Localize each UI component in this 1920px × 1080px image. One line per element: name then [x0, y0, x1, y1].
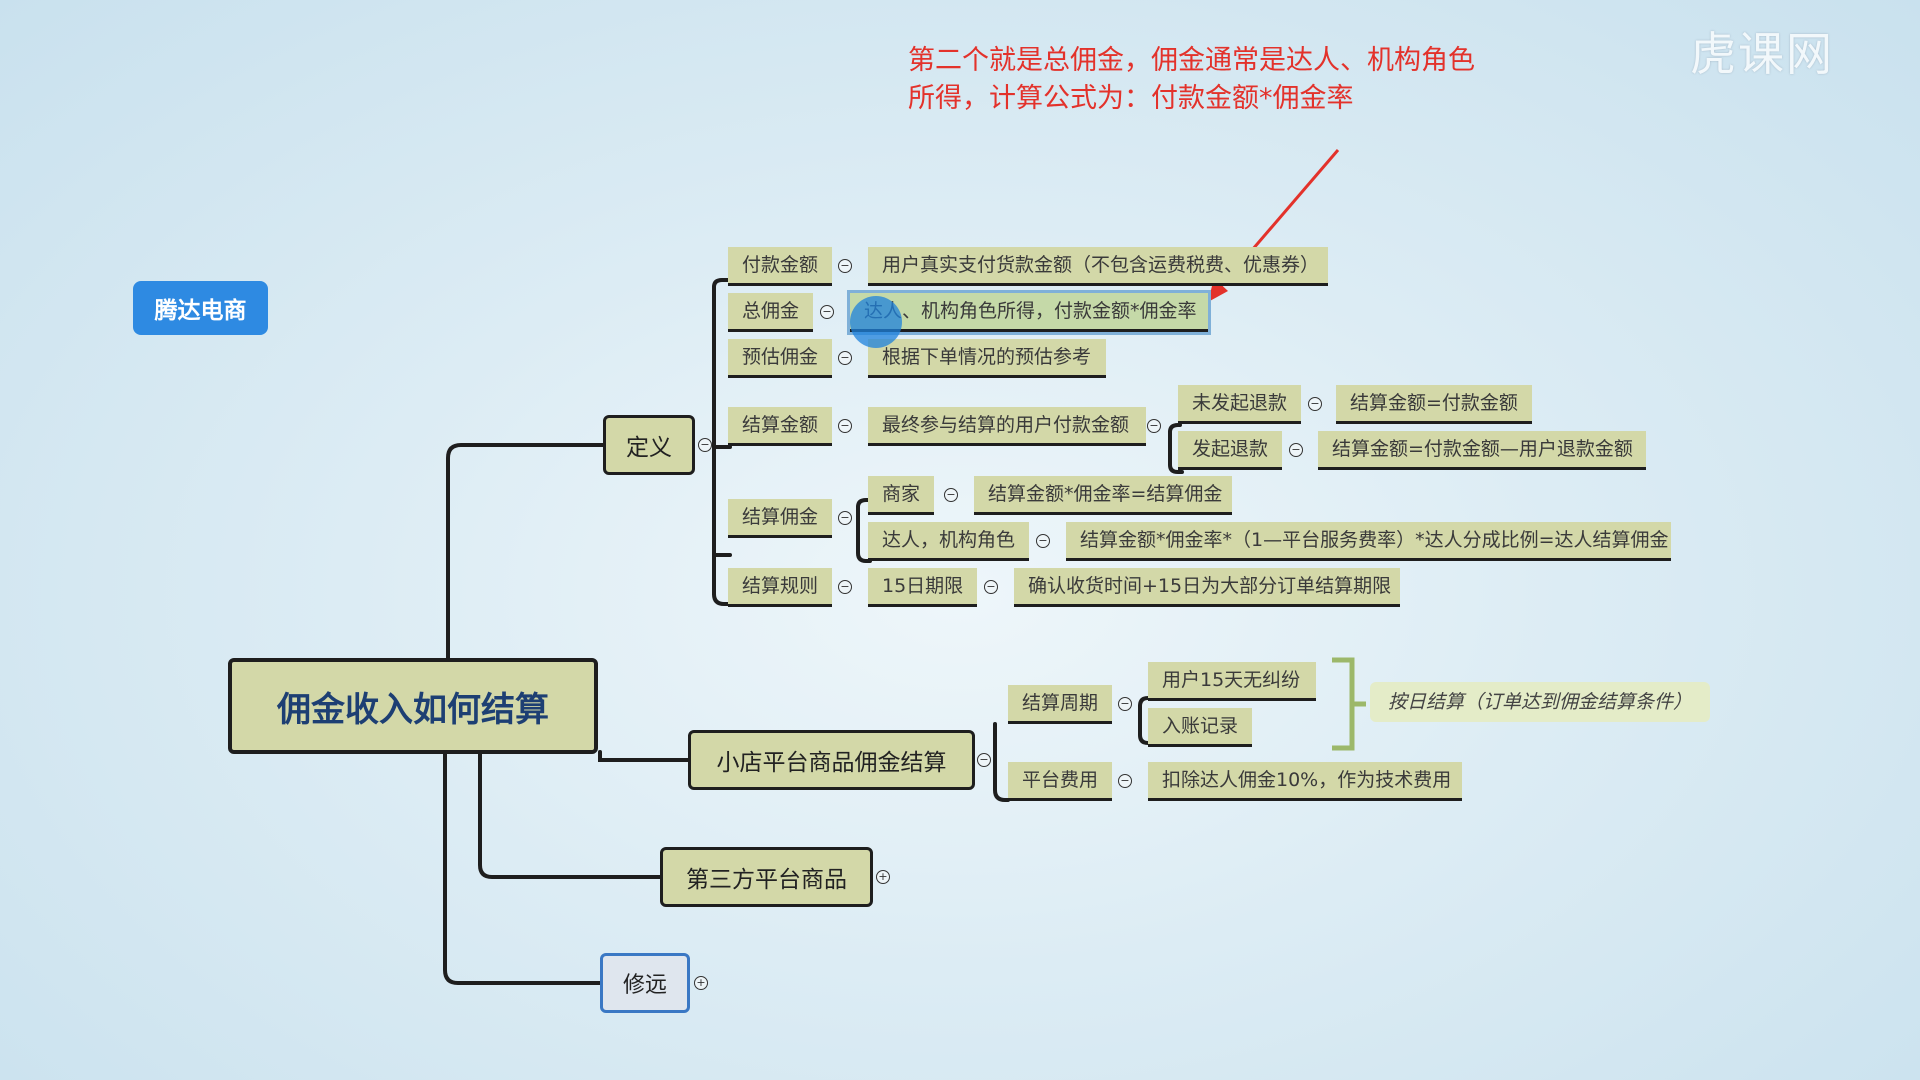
label-settlement-rule[interactable]: 结算规则: [728, 568, 833, 607]
collapse-icon[interactable]: −: [1147, 419, 1161, 433]
collapse-icon[interactable]: −: [944, 488, 958, 502]
node-definition[interactable]: 定义: [603, 415, 695, 475]
collapse-icon[interactable]: −: [838, 580, 852, 594]
desc-payment-amount[interactable]: 用户真实支付货款金额（不包含运费税费、优惠券）: [868, 247, 1328, 286]
label-settlement-cycle[interactable]: 结算周期: [1008, 685, 1113, 724]
annotation-line-2: 所得，计算公式为：付款金额*佣金率: [908, 83, 1354, 114]
desc-settlement-rule[interactable]: 确认收货时间+15日为大部分订单结算期限: [1014, 568, 1400, 607]
label-no-refund[interactable]: 未发起退款: [1178, 385, 1302, 424]
collapse-icon[interactable]: −: [984, 580, 998, 594]
node-xiuyuan[interactable]: 修远: [600, 953, 690, 1013]
label-estimated-commission[interactable]: 预估佣金: [728, 339, 833, 378]
collapse-icon[interactable]: −: [698, 438, 712, 452]
label-refund[interactable]: 发起退款: [1178, 431, 1283, 470]
collapse-icon[interactable]: −: [1118, 774, 1132, 788]
watermark-logo: 虎课网: [1690, 27, 1834, 81]
desc-total-commission[interactable]: 达人、机构角色所得，付款金额*佣金率: [847, 290, 1211, 335]
label-account-record[interactable]: 入账记录: [1148, 708, 1253, 747]
summary-daily-settlement[interactable]: 按日结算（订单达到佣金结算条件）: [1370, 682, 1711, 722]
label-talent-agency[interactable]: 达人，机构角色: [868, 522, 1030, 561]
annotation-line-1: 第二个就是总佣金，佣金通常是达人、机构角色: [908, 45, 1475, 76]
collapse-icon[interactable]: −: [820, 305, 834, 319]
desc-no-refund[interactable]: 结算金额=付款金额: [1336, 385, 1532, 424]
mouse-cursor-highlight: [850, 296, 902, 348]
annotation-text: 第二个就是总佣金，佣金通常是达人、机构角色 所得，计算公式为：付款金额*佣金率: [908, 42, 1475, 118]
label-payment-amount[interactable]: 付款金额: [728, 247, 833, 286]
collapse-icon[interactable]: −: [838, 259, 852, 273]
label-15-day-limit[interactable]: 15日期限: [868, 568, 978, 607]
collapse-icon[interactable]: −: [838, 351, 852, 365]
desc-platform-fee[interactable]: 扣除达人佣金10%，作为技术费用: [1148, 762, 1462, 801]
node-shop-settlement[interactable]: 小店平台商品佣金结算: [688, 730, 975, 790]
root-node[interactable]: 佣金收入如何结算: [228, 658, 598, 754]
collapse-icon[interactable]: −: [838, 419, 852, 433]
label-settlement-commission[interactable]: 结算佣金: [728, 499, 833, 538]
label-total-commission[interactable]: 总佣金: [728, 293, 814, 332]
collapse-icon[interactable]: −: [1289, 443, 1303, 457]
expand-icon[interactable]: +: [876, 870, 890, 884]
expand-icon[interactable]: +: [694, 976, 708, 990]
desc-refund[interactable]: 结算金额=付款金额—用户退款金额: [1318, 431, 1646, 470]
label-no-dispute[interactable]: 用户15天无纠纷: [1148, 662, 1316, 701]
collapse-icon[interactable]: −: [1036, 534, 1050, 548]
desc-settlement-amount[interactable]: 最终参与结算的用户付款金额: [868, 407, 1146, 446]
desc-merchant[interactable]: 结算金额*佣金率=结算佣金: [974, 476, 1232, 515]
desc-talent-agency[interactable]: 结算金额*佣金率*（1—平台服务费率）*达人分成比例=达人结算佣金: [1066, 522, 1671, 561]
label-settlement-amount[interactable]: 结算金额: [728, 407, 833, 446]
label-platform-fee[interactable]: 平台费用: [1008, 762, 1113, 801]
desc-estimated-commission[interactable]: 根据下单情况的预估参考: [868, 339, 1106, 378]
brand-badge: 腾达电商: [133, 281, 268, 335]
collapse-icon[interactable]: −: [1118, 697, 1132, 711]
collapse-icon[interactable]: −: [1308, 397, 1322, 411]
collapse-icon[interactable]: −: [838, 511, 852, 525]
node-third-party[interactable]: 第三方平台商品: [660, 847, 873, 907]
collapse-icon[interactable]: −: [977, 753, 991, 767]
label-merchant[interactable]: 商家: [868, 476, 935, 515]
